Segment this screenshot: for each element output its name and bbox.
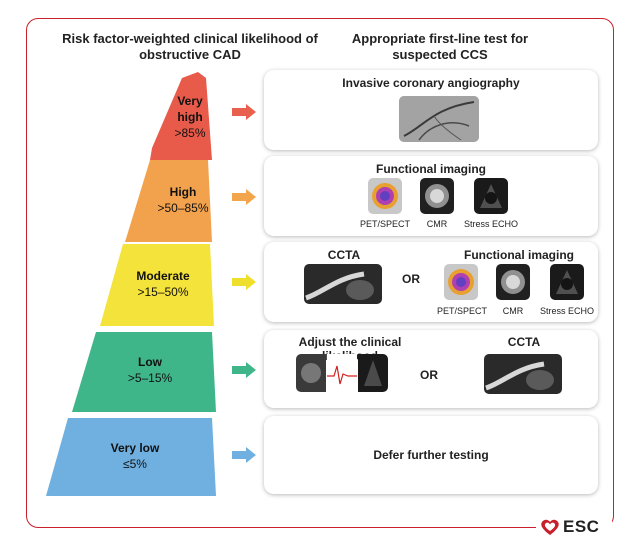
level-low-shape	[72, 332, 216, 412]
stress-echo-image	[474, 178, 508, 214]
level-name: Very high	[177, 94, 203, 124]
caption-pet-spect: PET/SPECT	[359, 219, 410, 229]
caption-pet-spect: PET/SPECT	[436, 306, 487, 316]
ccta-image	[484, 354, 562, 394]
card-title-ccta: CCTA	[507, 335, 541, 349]
level-range: >50–85%	[157, 201, 209, 215]
card-title-ccta: CCTA	[327, 248, 361, 262]
arrow-very-high	[232, 104, 256, 120]
level-name: Moderate	[136, 269, 190, 283]
level-range: >5–15%	[127, 371, 173, 385]
arrow-right-icon	[232, 104, 256, 120]
level-name: High	[169, 185, 197, 199]
card-title: Functional imaging	[376, 162, 486, 176]
esc-logo-text: ESC	[563, 517, 600, 536]
arrow-moderate	[232, 274, 256, 290]
level-range: >85%	[174, 126, 206, 140]
pet-spect-image	[444, 264, 478, 300]
clinical-tests-image	[296, 354, 388, 392]
arrow-low	[232, 362, 256, 378]
level-high-shape	[125, 160, 212, 242]
level-moderate-shape	[100, 244, 214, 326]
arrow-very-low	[232, 447, 256, 463]
level-name: Low	[138, 355, 162, 369]
left-column-title: Risk factor-weighted clinical likelihood…	[62, 31, 318, 62]
arrow-right-icon	[232, 447, 256, 463]
card-title-functional: Functional imaging	[464, 248, 574, 262]
caption-stress-echo: Stress ECHO	[539, 306, 594, 316]
level-high-label: High >50–85%	[148, 184, 218, 216]
diagram-frame	[26, 18, 614, 528]
or-label: OR	[420, 368, 438, 382]
level-very-low-label: Very low ≤5%	[80, 440, 190, 472]
stress-echo-image	[550, 264, 584, 300]
angiography-image	[399, 96, 479, 142]
cmr-image	[496, 264, 530, 300]
level-very-high-shape	[150, 72, 212, 160]
or-label: OR	[402, 272, 420, 286]
esc-logo: ESC	[536, 516, 612, 538]
level-moderate-label: Moderate >15–50%	[118, 268, 208, 300]
test-card-low: Adjust the clinical likelihood OR CCTA	[264, 330, 598, 408]
caption-cmr: CMR	[426, 219, 448, 229]
ccta-image	[304, 264, 382, 304]
card-title: Invasive coronary angiography	[342, 76, 520, 90]
arrow-right-icon	[232, 362, 256, 378]
level-very-high-label: Very high >85%	[168, 93, 212, 141]
arrow-right-icon	[232, 274, 256, 290]
pet-spect-image	[368, 178, 402, 214]
level-low-label: Low >5–15%	[100, 354, 200, 386]
arrow-right-icon	[232, 189, 256, 205]
cmr-image	[420, 178, 454, 214]
caption-stress-echo: Stress ECHO	[463, 219, 518, 229]
test-card-very-low: Defer further testing	[264, 416, 598, 494]
arrow-high	[232, 189, 256, 205]
heart-icon	[541, 519, 559, 535]
caption-cmr: CMR	[502, 306, 524, 316]
level-name: Very low	[110, 441, 160, 455]
level-range: ≤5%	[123, 457, 147, 471]
right-column-title: Appropriate first-line test for suspecte…	[351, 31, 529, 62]
test-card-high: Functional imaging PET/SPECT CMR Stress …	[264, 156, 598, 236]
level-very-low-shape	[46, 418, 216, 496]
test-card-moderate: CCTA OR Functional imaging PET/SPECT CMR…	[264, 242, 598, 322]
level-range: >15–50%	[137, 285, 189, 299]
test-card-very-high: Invasive coronary angiography	[264, 70, 598, 150]
card-title: Defer further testing	[373, 448, 489, 462]
